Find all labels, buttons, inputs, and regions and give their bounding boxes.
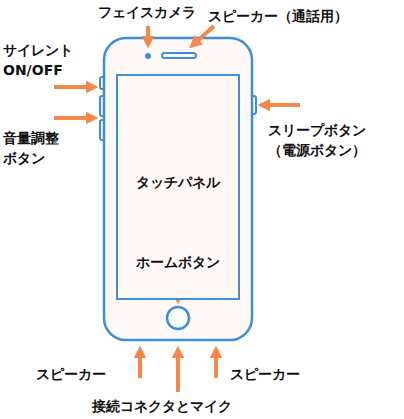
phone-body xyxy=(104,38,252,340)
leader-arrow xyxy=(264,103,300,107)
face-camera xyxy=(145,53,151,59)
leader-arrow xyxy=(54,85,92,89)
part-label: 音量調整 ボタン xyxy=(3,128,67,168)
part-label: ホームボタン xyxy=(118,252,238,272)
panel-label: タッチパネル xyxy=(118,172,238,192)
part-label: スピーカー xyxy=(36,364,126,384)
call-speaker xyxy=(162,53,196,58)
leader-arrow xyxy=(214,352,218,378)
leader-arrow xyxy=(176,352,180,392)
leader-arrow xyxy=(138,352,142,378)
leader-arrow xyxy=(194,26,214,44)
leader-arrow xyxy=(54,116,92,120)
part-label: 接続コネクタとマイク xyxy=(92,396,272,416)
leader-arrow xyxy=(146,26,150,42)
part-label: フェイスカメラ xyxy=(98,2,218,22)
part-label: スピーカー（通話用） xyxy=(208,6,378,26)
home-button xyxy=(167,307,189,329)
leader-arrows xyxy=(54,26,300,392)
part-label: スリープボタン （電源ボタン） xyxy=(268,120,386,160)
part-label: サイレント ON/OFF xyxy=(3,40,95,80)
part-label: スピーカー xyxy=(230,364,320,384)
